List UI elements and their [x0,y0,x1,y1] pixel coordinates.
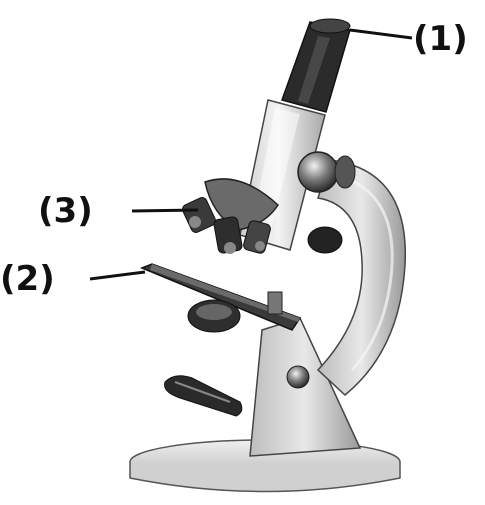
fine-focus-knob [308,227,342,253]
microscope-stage [142,264,300,332]
eyepiece [282,19,350,112]
label-2: (2) [0,259,55,299]
label-3: (3) [38,191,93,231]
leader-line-1 [350,30,412,38]
light-lever [165,376,242,416]
coarse-focus-knob [298,152,355,192]
label-1: (1) [413,19,468,59]
leader-line-2 [90,272,145,279]
leader-line-3 [132,210,198,211]
microscope-arm [318,160,405,395]
